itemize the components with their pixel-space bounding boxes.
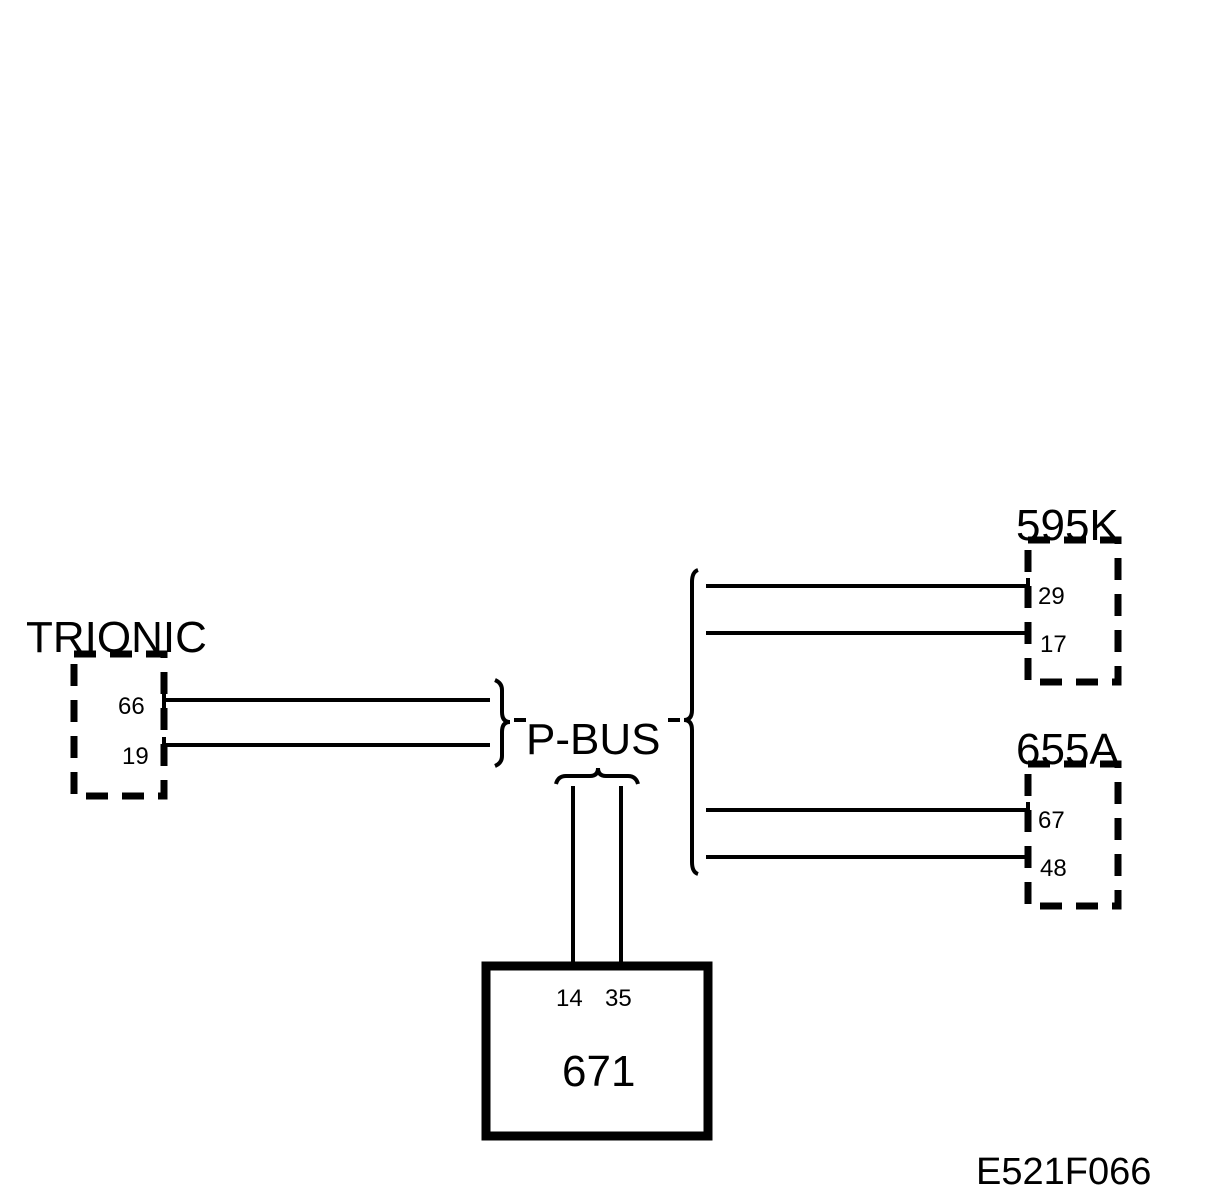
655a-pin-48: 48	[1040, 855, 1067, 882]
671-housing	[481, 961, 713, 1141]
595k-housing	[1024, 536, 1122, 686]
595k-connector: 595K 29 17	[706, 501, 1122, 686]
trionic-pin-19: 19	[122, 743, 149, 770]
trionic-pin-66: 66	[118, 693, 145, 720]
trionic-connector: TRIONIC 66 19	[26, 613, 490, 800]
655a-pin-67: 67	[1038, 807, 1065, 834]
655a-connector: 655A 67 48	[706, 725, 1122, 910]
595k-pin-29: 29	[1038, 583, 1065, 610]
figure-reference: E521F066	[976, 1151, 1151, 1193]
671-pin-14: 14	[556, 985, 583, 1012]
right-brace	[683, 568, 699, 876]
p-bus-label-group: P-BUS	[514, 715, 680, 764]
left-brace	[494, 678, 511, 768]
671-module: 14 35 671	[481, 786, 713, 1141]
bottom-brace	[554, 767, 640, 785]
p-bus-label: P-BUS	[526, 715, 660, 764]
671-label: 671	[562, 1047, 635, 1096]
655a-housing	[1024, 760, 1122, 910]
trionic-housing	[70, 650, 168, 800]
671-pin-35: 35	[605, 985, 632, 1012]
595k-pin-17: 17	[1040, 631, 1067, 658]
